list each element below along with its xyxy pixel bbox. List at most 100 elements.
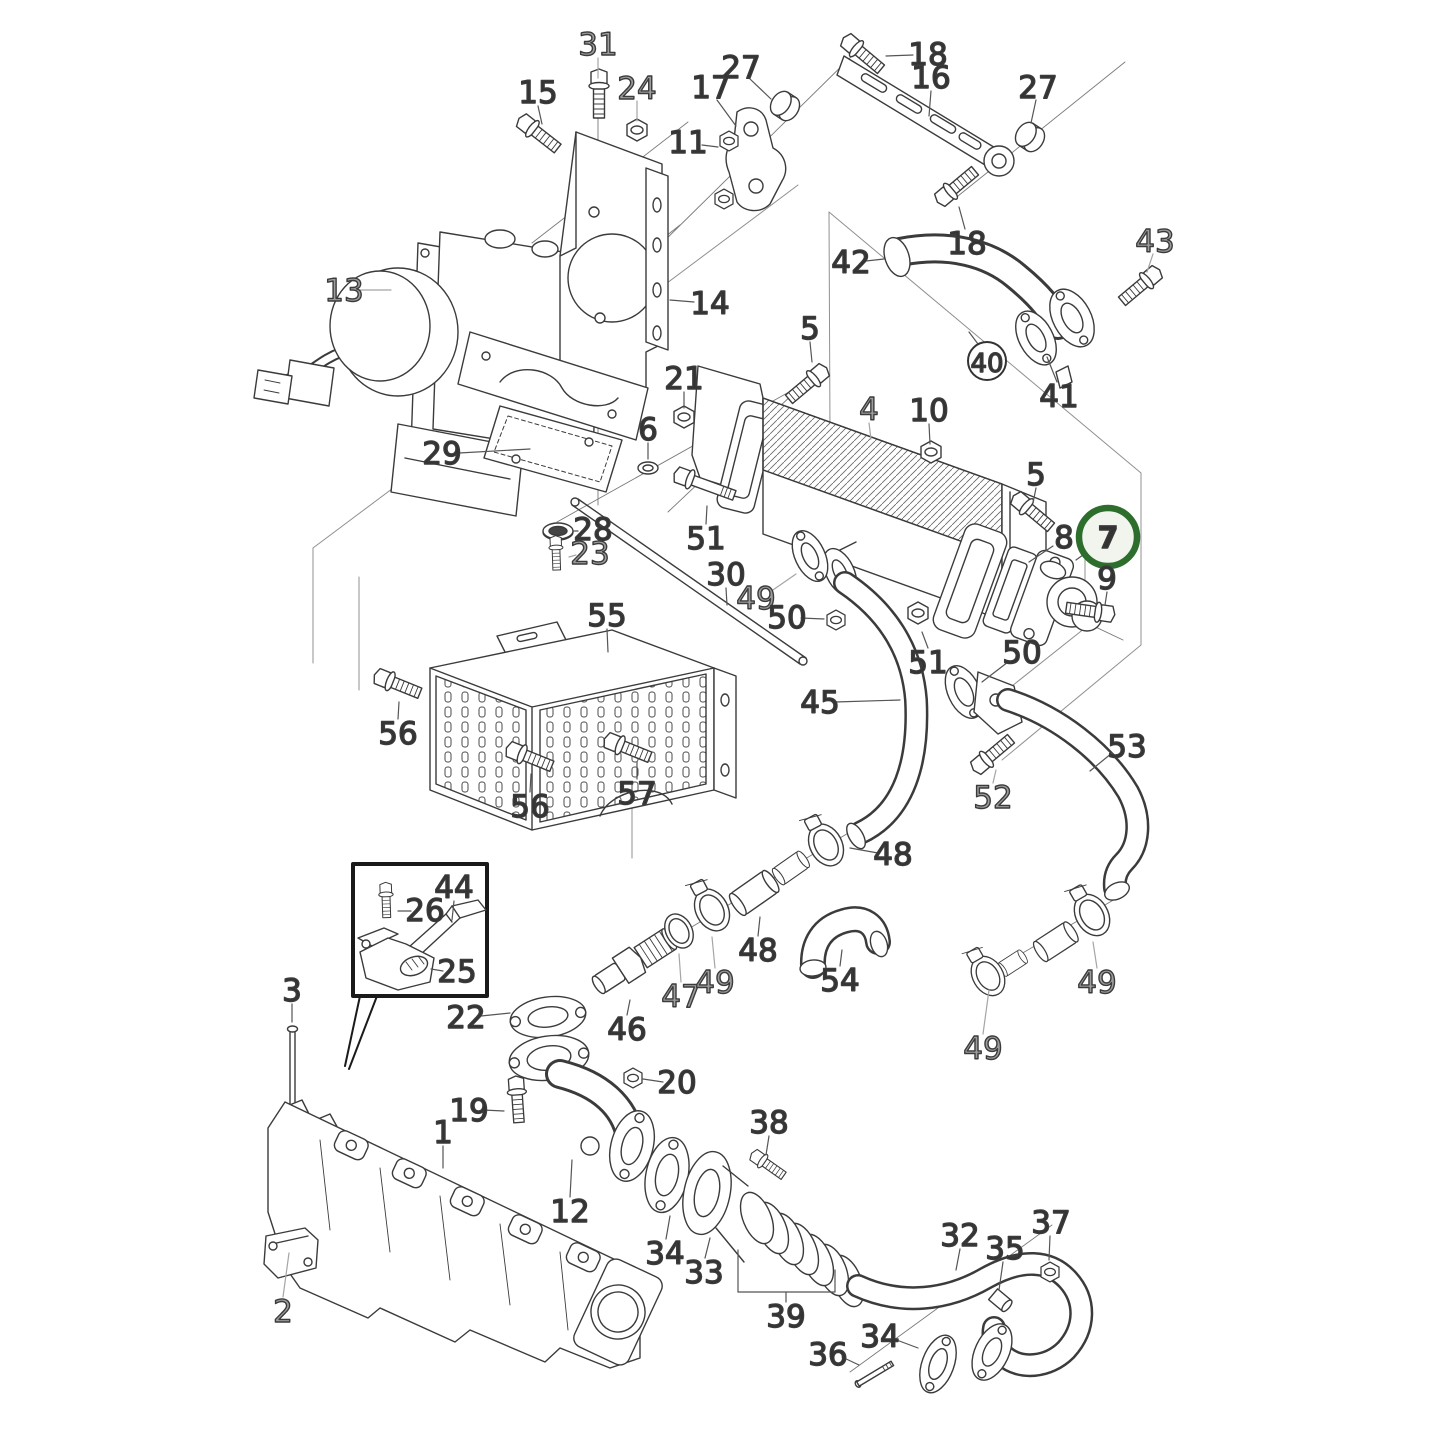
inset-box bbox=[351, 862, 489, 998]
part-number: 49 bbox=[1077, 965, 1116, 1001]
gasket-34b bbox=[919, 1334, 957, 1394]
part-number: 43 bbox=[1135, 224, 1174, 260]
part-label-27: 27 bbox=[721, 49, 772, 100]
part-number: 22 bbox=[446, 1000, 485, 1036]
leader-line bbox=[968, 331, 979, 345]
nut-20 bbox=[623, 1067, 643, 1089]
part-number: 51 bbox=[686, 521, 725, 557]
part-label-26: 26 bbox=[397, 892, 445, 930]
leader-line bbox=[529, 773, 532, 793]
hose-48b bbox=[725, 867, 783, 919]
part-label-32: 32 bbox=[940, 1217, 980, 1271]
nut-50a bbox=[826, 609, 846, 631]
nut-21 bbox=[673, 405, 695, 429]
part-label-54: 54 bbox=[820, 949, 860, 1000]
leader-line bbox=[1048, 1235, 1051, 1261]
egr-exhaust-chain bbox=[644, 1136, 1094, 1394]
nut-51b bbox=[907, 601, 929, 625]
leader-line bbox=[569, 1159, 573, 1198]
support-rod-30 bbox=[570, 497, 808, 666]
part-label-16: 16 bbox=[911, 59, 951, 117]
part-number: 48 bbox=[738, 933, 777, 969]
part-label-31: 31 bbox=[578, 26, 618, 79]
egr-valve-7 bbox=[982, 546, 1117, 647]
part-label-51: 51 bbox=[908, 631, 948, 682]
leader-line bbox=[839, 949, 843, 967]
part-number: 53 bbox=[1107, 729, 1146, 765]
leader-line bbox=[834, 699, 901, 703]
part-number: 5 bbox=[800, 311, 820, 347]
bolt-43 bbox=[1114, 261, 1167, 310]
bolt-18b bbox=[930, 162, 983, 211]
part-label-13: 13 bbox=[324, 272, 392, 310]
part-number: 18 bbox=[908, 37, 947, 73]
part-number: 39 bbox=[766, 1299, 805, 1335]
lower-bracket-55 bbox=[369, 621, 737, 831]
hose-right bbox=[1030, 919, 1082, 965]
part-number: 49 bbox=[736, 581, 775, 617]
bolt-19 bbox=[505, 1074, 530, 1124]
part-number: 15 bbox=[518, 75, 557, 111]
gasket-50b bbox=[944, 665, 984, 719]
cap-42 bbox=[883, 236, 911, 278]
part-number: 26 bbox=[405, 893, 444, 929]
leader-line bbox=[981, 661, 1009, 683]
part-number: 50 bbox=[1002, 635, 1041, 671]
leader-line bbox=[885, 54, 914, 57]
flange-41 bbox=[1049, 288, 1095, 348]
part-number: 56 bbox=[378, 716, 417, 752]
leader-line bbox=[765, 1135, 770, 1156]
washer-6 bbox=[637, 461, 659, 475]
leader-line bbox=[669, 299, 695, 303]
connector bbox=[284, 359, 335, 407]
part-number: 46 bbox=[607, 1012, 646, 1048]
part-label-52: 52 bbox=[973, 769, 1013, 817]
leader-line bbox=[704, 1237, 711, 1259]
part-number: 13 bbox=[324, 273, 363, 309]
part-label-40-circled: 40 bbox=[967, 331, 1007, 381]
part-label-19: 19 bbox=[449, 1092, 505, 1130]
leader-line bbox=[701, 144, 719, 148]
leader-line bbox=[1092, 941, 1098, 969]
bushing-27a bbox=[765, 86, 805, 126]
part-number: 49 bbox=[695, 965, 734, 1001]
part-label-36: 36 bbox=[808, 1336, 860, 1374]
part-label-55: 55 bbox=[587, 597, 627, 653]
leader-line bbox=[749, 78, 772, 100]
gasket-49a bbox=[791, 530, 829, 582]
part-label-20: 20 bbox=[642, 1064, 697, 1102]
leader-line bbox=[537, 105, 543, 125]
part-number: 44 bbox=[434, 870, 473, 906]
part-number: 9 bbox=[1097, 561, 1117, 597]
gasket-22 bbox=[509, 995, 587, 1039]
leader-line bbox=[451, 900, 455, 921]
bellows-39 bbox=[739, 1191, 865, 1308]
leader-line bbox=[928, 423, 931, 445]
bolt-52 bbox=[966, 730, 1019, 779]
leader-line bbox=[955, 1248, 961, 1271]
bolt-38 bbox=[746, 1146, 789, 1183]
leader-line bbox=[626, 999, 631, 1016]
leader-line bbox=[282, 1252, 290, 1298]
leader-line bbox=[757, 916, 761, 937]
part-number: 45 bbox=[800, 685, 839, 721]
part-label-25: 25 bbox=[430, 953, 477, 991]
part-number: 8 bbox=[1054, 520, 1074, 556]
bushing-27b bbox=[1010, 117, 1050, 157]
leader-line bbox=[928, 90, 932, 117]
leader-line bbox=[1104, 591, 1108, 606]
part-label-9: 9 bbox=[1096, 560, 1118, 606]
part-label-5: 5 bbox=[799, 310, 821, 363]
part-label-57: 57 bbox=[617, 761, 657, 813]
part-number: 57 bbox=[617, 776, 656, 812]
part-number: 35 bbox=[985, 1231, 1024, 1267]
water-pipe-45 bbox=[833, 571, 929, 850]
water-pipe-53 bbox=[996, 688, 1150, 901]
part-label-7-circled: 7 bbox=[1075, 504, 1141, 570]
part-number: 10 bbox=[909, 393, 948, 429]
part-label-23: 23 bbox=[568, 535, 610, 573]
leader-line bbox=[725, 587, 728, 606]
part-number: 32 bbox=[940, 1218, 979, 1254]
